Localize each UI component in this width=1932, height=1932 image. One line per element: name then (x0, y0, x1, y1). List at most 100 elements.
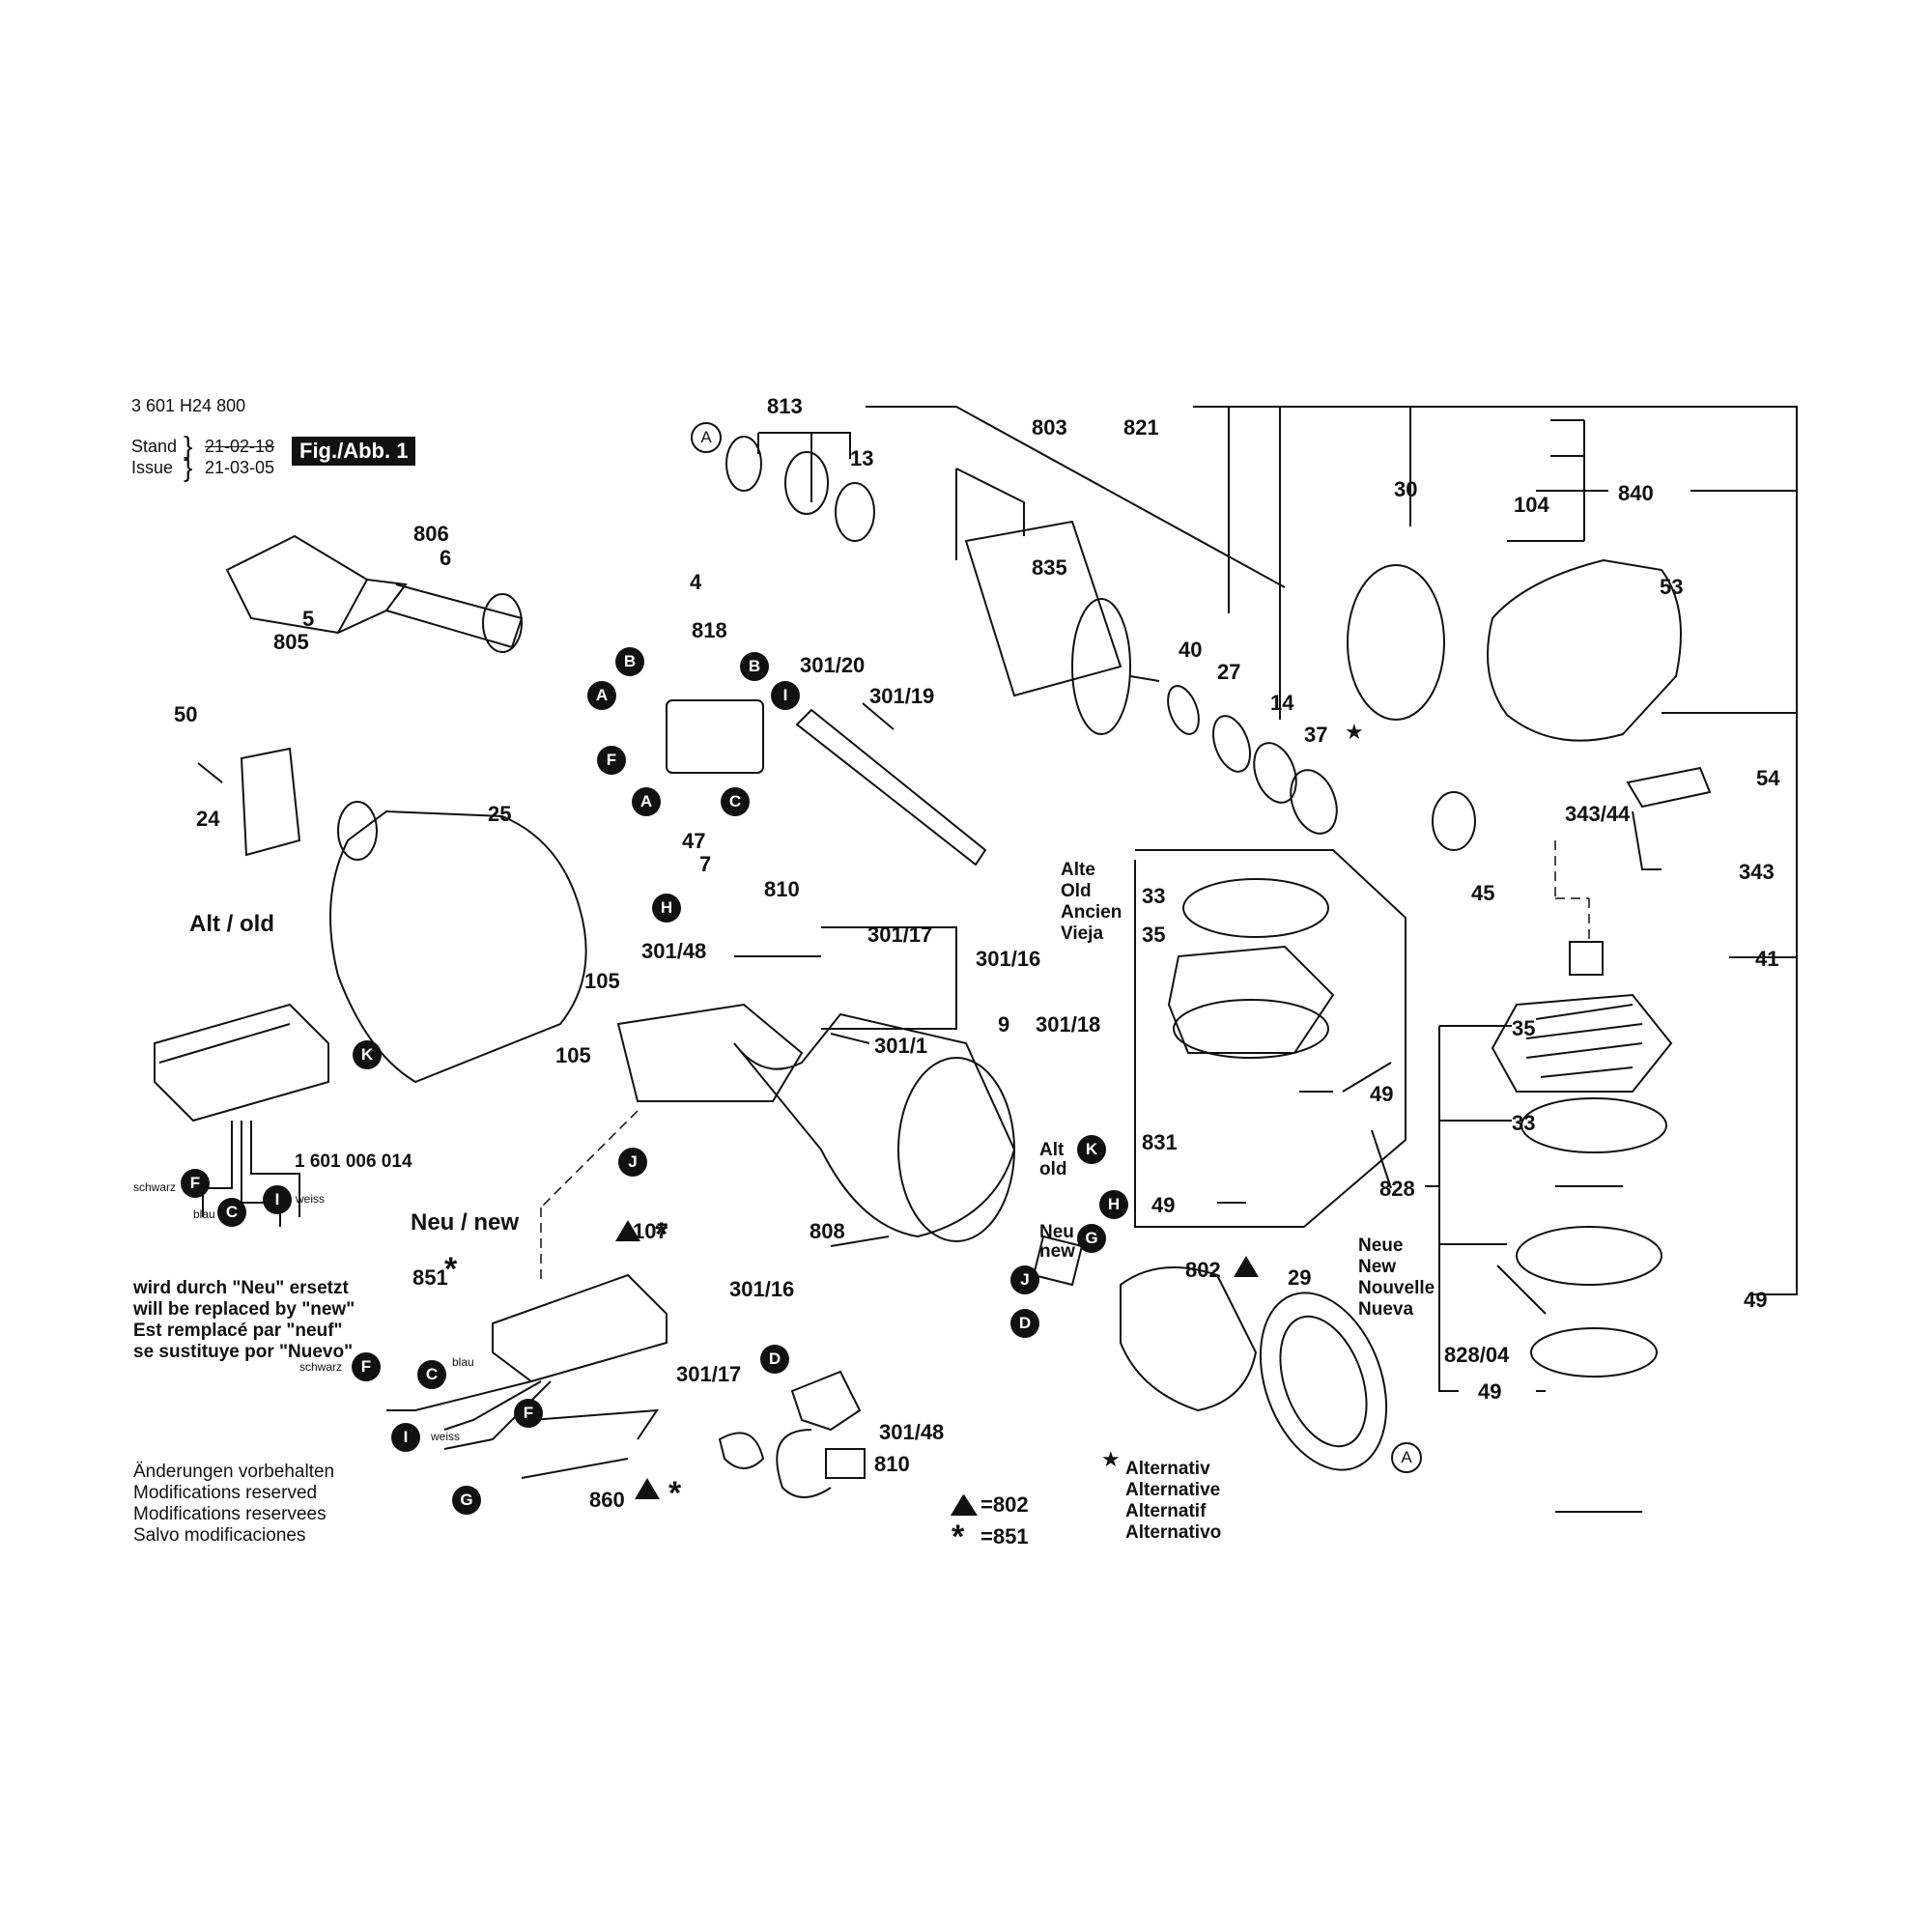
replacement-note-de: wird durch "Neu" ersetzt (133, 1278, 349, 1298)
part-label: 49 (1370, 1082, 1394, 1106)
marker-i: I (391, 1423, 420, 1452)
marker-f: F (514, 1399, 543, 1428)
part-label: 14 (1270, 691, 1294, 715)
wire-color-label: schwarz (133, 1180, 177, 1194)
part-label: 33 (1512, 1111, 1536, 1135)
leader-line (866, 406, 1286, 588)
footer-note-de: Änderungen vorbehalten (133, 1462, 335, 1482)
star-symbol: * (444, 1251, 458, 1288)
marker-a: A (691, 422, 722, 453)
legend-alternative-en: Alternative (1125, 1480, 1221, 1500)
part-label: 53 (1660, 575, 1684, 599)
housing-old-label: old (1039, 1159, 1067, 1179)
part-label: 41 (1755, 947, 1779, 971)
part-label: 805 (273, 630, 309, 654)
marker-g: G (1077, 1224, 1106, 1253)
triangle-symbol (1234, 1256, 1259, 1277)
part-label: 54 (1756, 766, 1780, 790)
marker-c: C (721, 787, 750, 816)
gear-new-label-fr: Nouvelle (1358, 1278, 1435, 1298)
part-label: 30 (1394, 477, 1418, 501)
gear-new-label-en: New (1358, 1257, 1397, 1277)
legend-alternative-de: Alternativ (1125, 1459, 1210, 1479)
part-label: 301/18 (1036, 1012, 1101, 1037)
triangle-symbol (635, 1478, 660, 1499)
part-label: 802 (1185, 1258, 1221, 1282)
part-label: 5 (302, 607, 315, 631)
part-label: 813 (767, 394, 803, 418)
marker-h: H (1099, 1190, 1128, 1219)
wire-color-label: schwarz (299, 1360, 343, 1374)
part-label: 301/19 (869, 684, 935, 708)
wire-color-label: weiss (431, 1430, 461, 1443)
gear-old-label-de: Alte (1061, 860, 1095, 880)
document-number: 3 601 H24 800 (131, 396, 246, 415)
marker-i: I (263, 1185, 292, 1214)
part-label: 835 (1032, 555, 1067, 580)
gear-new-label-de: Neue (1358, 1236, 1404, 1256)
part-label: 301/48 (879, 1420, 945, 1444)
part-label: 105 (584, 969, 620, 993)
marker-b: B (740, 652, 769, 681)
star-symbol: * (952, 1519, 965, 1555)
legend-star-meaning: =851 (980, 1524, 1029, 1548)
wire-color-label: weiss (296, 1192, 326, 1206)
part-label: 45 (1471, 881, 1495, 905)
replacement-note-en: will be replaced by "new" (133, 1299, 355, 1320)
marker-h: H (652, 894, 681, 923)
part-label: 40 (1179, 638, 1203, 662)
part-label: 9 (998, 1012, 1010, 1037)
figure-badge: Fig./Abb. 1 (292, 437, 416, 466)
part-label: 24 (196, 807, 220, 831)
part-label: 13 (850, 446, 874, 470)
part-label: 860 (589, 1488, 625, 1512)
marker-c: C (217, 1198, 246, 1227)
marker-f: F (352, 1352, 381, 1381)
marker-j: J (1010, 1265, 1039, 1294)
part-label: 4 (690, 570, 702, 594)
stand-label: Stand (131, 437, 178, 456)
issue-label: Issue (131, 458, 174, 477)
part-label: 50 (174, 702, 198, 726)
part-label: 810 (764, 877, 800, 901)
part-label: 808 (810, 1219, 845, 1243)
part-label: 818 (692, 618, 727, 642)
part-label: 33 (1142, 884, 1166, 908)
marker-k: K (1077, 1135, 1106, 1164)
part-label: 301/16 (729, 1277, 795, 1301)
stand-date: 21-02-18 (205, 437, 275, 456)
marker-k: K (353, 1040, 382, 1069)
part-label: 47 (682, 829, 706, 853)
legend-alternative-fr: Alternatif (1125, 1501, 1207, 1521)
part-label: 803 (1032, 415, 1067, 440)
part-label: 806 (413, 522, 449, 546)
part-label: 104 (1514, 493, 1549, 517)
part-label: 301/16 (976, 947, 1041, 971)
brace-glyph: } (184, 452, 193, 482)
gear-old-label-es: Vieja (1061, 923, 1104, 944)
marker-a: A (1391, 1442, 1422, 1473)
marker-f: F (597, 746, 626, 775)
part-label: 7 (699, 852, 712, 876)
part-label: 35 (1142, 923, 1166, 947)
legend-triangle-meaning: =802 (980, 1492, 1029, 1517)
part-label: 27 (1217, 660, 1241, 684)
issue-date: 21-03-05 (205, 458, 275, 477)
marker-f: F (181, 1169, 210, 1198)
part-label: 810 (874, 1452, 910, 1476)
part-label: 343 (1739, 860, 1775, 884)
wire-color-label: blau (452, 1355, 474, 1369)
part-label: 851 (412, 1265, 448, 1290)
filled-star-symbol: ★ (1345, 720, 1364, 744)
housing-new-label: new (1039, 1241, 1075, 1262)
marker-d: D (760, 1345, 789, 1374)
marker-d: D (1010, 1309, 1039, 1338)
part-label: 828/04 (1444, 1343, 1510, 1367)
part-label: 29 (1288, 1265, 1312, 1290)
part-label: 828 (1379, 1177, 1415, 1201)
part-label: 343/44 (1565, 802, 1631, 826)
gear-old-label-fr: Ancien (1061, 902, 1122, 923)
housing-alt-label: Alt (1039, 1140, 1065, 1160)
